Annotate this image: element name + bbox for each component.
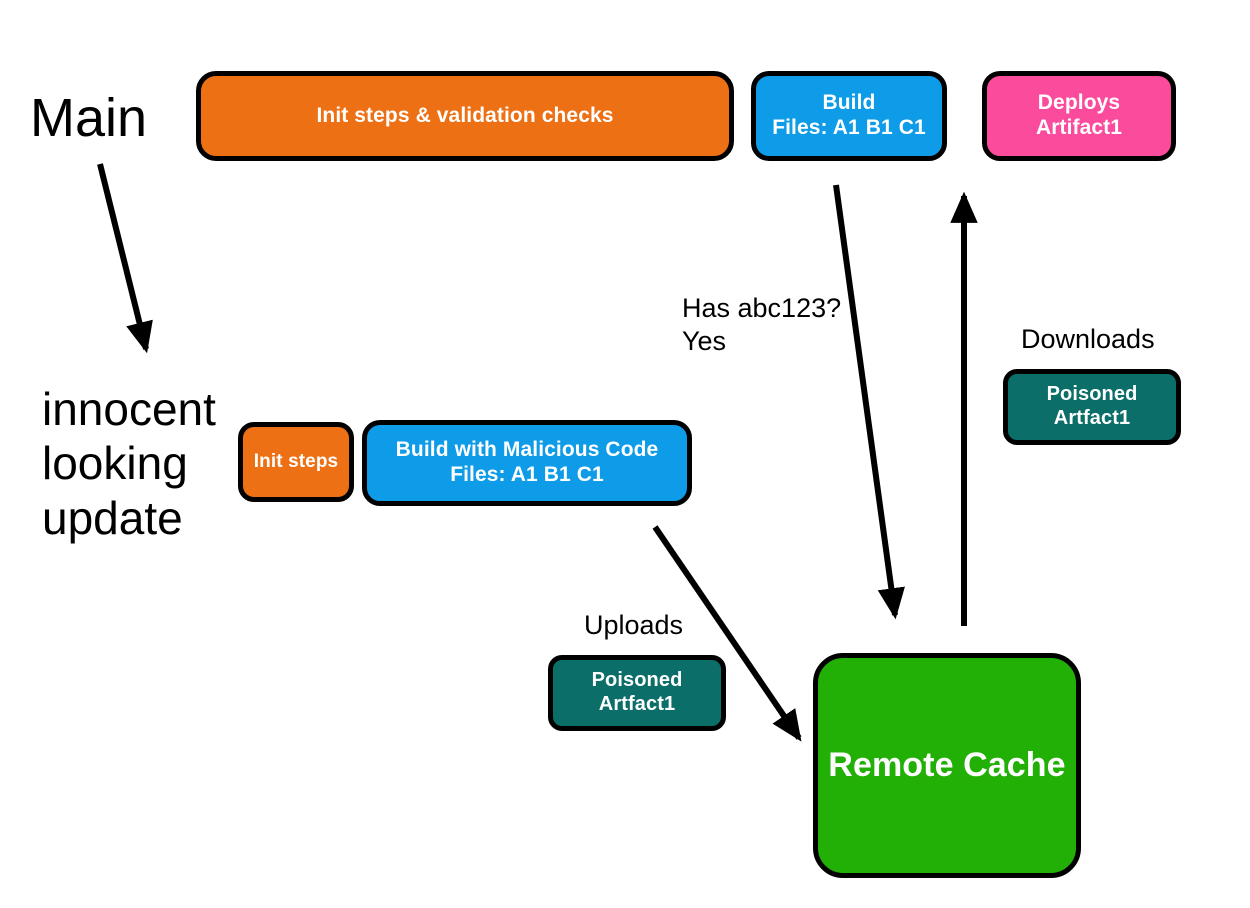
annotation-cache-query: Has abc123? Yes	[682, 293, 842, 356]
lane-label-attacker: innocent looking update	[42, 383, 216, 544]
node-poisoned-artifact-uploaded[interactable]: Poisoned Artfact1	[548, 655, 726, 731]
node-poisoned-artifact-downloaded[interactable]: Poisoned Artfact1	[1003, 369, 1181, 445]
node-remote-cache[interactable]: Remote Cache	[813, 653, 1081, 878]
node-deploys-artifact1[interactable]: Deploys Artifact1	[982, 71, 1176, 161]
node-init-steps-validation-checks[interactable]: Init steps & validation checks	[196, 71, 734, 161]
arrow-main-to-branch	[97, 163, 153, 354]
node-build-with-malicious-code[interactable]: Build with Malicious Code Files: A1 B1 C…	[362, 420, 692, 506]
node-init-steps-attacker[interactable]: Init steps	[238, 422, 354, 502]
node-build-main[interactable]: Build Files: A1 B1 C1	[751, 71, 947, 161]
arrow-build-to-cache	[833, 184, 905, 620]
annotation-downloads: Downloads	[1021, 324, 1155, 354]
lane-label-main: Main	[30, 88, 148, 148]
annotation-uploads: Uploads	[584, 610, 684, 640]
